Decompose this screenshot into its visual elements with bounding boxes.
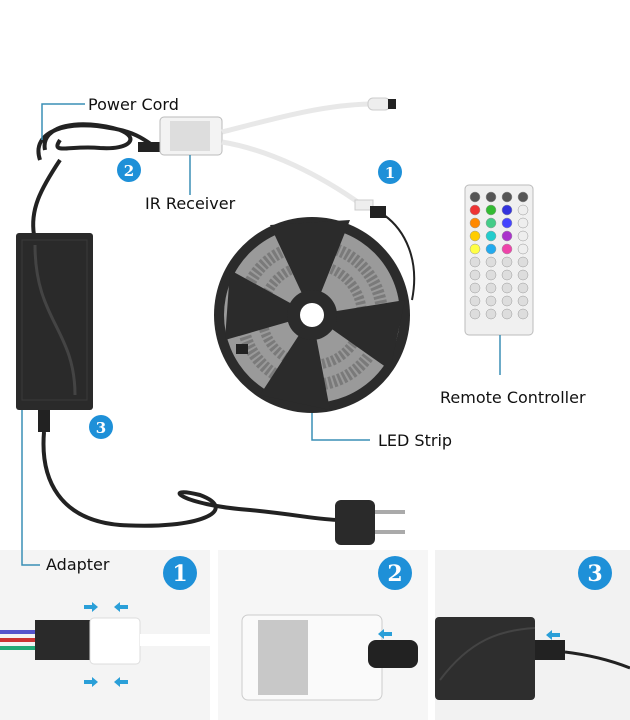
badge-2: 2: [117, 158, 141, 182]
remote-button: [501, 217, 513, 229]
remote-button: [517, 230, 529, 242]
remote-button: [501, 256, 513, 268]
remote-button: [485, 295, 497, 307]
detail-panel-2: 2: [218, 550, 428, 720]
svg-text:1: 1: [385, 164, 395, 182]
adapter: [16, 233, 405, 545]
label-ir-receiver: IR Receiver: [145, 194, 236, 213]
label-led-strip: LED Strip: [378, 431, 452, 450]
svg-text:3: 3: [96, 419, 106, 437]
remote-button: [485, 243, 497, 255]
remote-button: [501, 308, 513, 320]
remote-button: [501, 282, 513, 294]
remote-button: [469, 191, 481, 203]
remote-button: [469, 282, 481, 294]
remote-button: [469, 256, 481, 268]
label-adapter: Adapter: [46, 555, 110, 574]
remote-button: [501, 230, 513, 242]
remote-button: [485, 308, 497, 320]
remote-button: [469, 217, 481, 229]
remote-controller: [464, 184, 534, 336]
remote-button: [485, 230, 497, 242]
remote-button: [469, 243, 481, 255]
detail-panel-1: 1: [0, 550, 210, 720]
remote-button: [485, 269, 497, 281]
panel-1-badge: 1: [172, 561, 187, 587]
remote-button: [517, 191, 529, 203]
remote-button: [501, 269, 513, 281]
remote-button: [517, 282, 529, 294]
badge-1: 1: [378, 160, 402, 184]
remote-button: [469, 269, 481, 281]
label-power-cord: Power Cord: [88, 95, 179, 114]
remote-button: [485, 191, 497, 203]
ir-receiver: [159, 97, 416, 301]
remote-button: [501, 243, 513, 255]
remote-button: [469, 204, 481, 216]
detail-panel-3: 3: [435, 550, 630, 720]
remote-button: [501, 204, 513, 216]
remote-button: [485, 217, 497, 229]
remote-button: [485, 204, 497, 216]
remote-button: [469, 308, 481, 320]
panel-3-badge: 3: [587, 561, 602, 587]
label-remote-controller: Remote Controller: [440, 388, 586, 407]
svg-text:2: 2: [124, 162, 134, 180]
led-strip-reel: [214, 217, 410, 413]
remote-button: [485, 282, 497, 294]
remote-button: [485, 256, 497, 268]
panel-2-badge: 2: [387, 561, 402, 587]
remote-button: [501, 191, 513, 203]
remote-button: [517, 295, 529, 307]
remote-button: [517, 243, 529, 255]
remote-button: [517, 217, 529, 229]
remote-button: [517, 308, 529, 320]
badge-3: 3: [89, 415, 113, 439]
remote-button: [517, 256, 529, 268]
remote-button: [469, 230, 481, 242]
remote-button: [501, 295, 513, 307]
remote-button: [469, 295, 481, 307]
power-cord: [31, 122, 161, 236]
leader-lines: [21, 103, 501, 566]
remote-button: [517, 269, 529, 281]
remote-button: [517, 204, 529, 216]
